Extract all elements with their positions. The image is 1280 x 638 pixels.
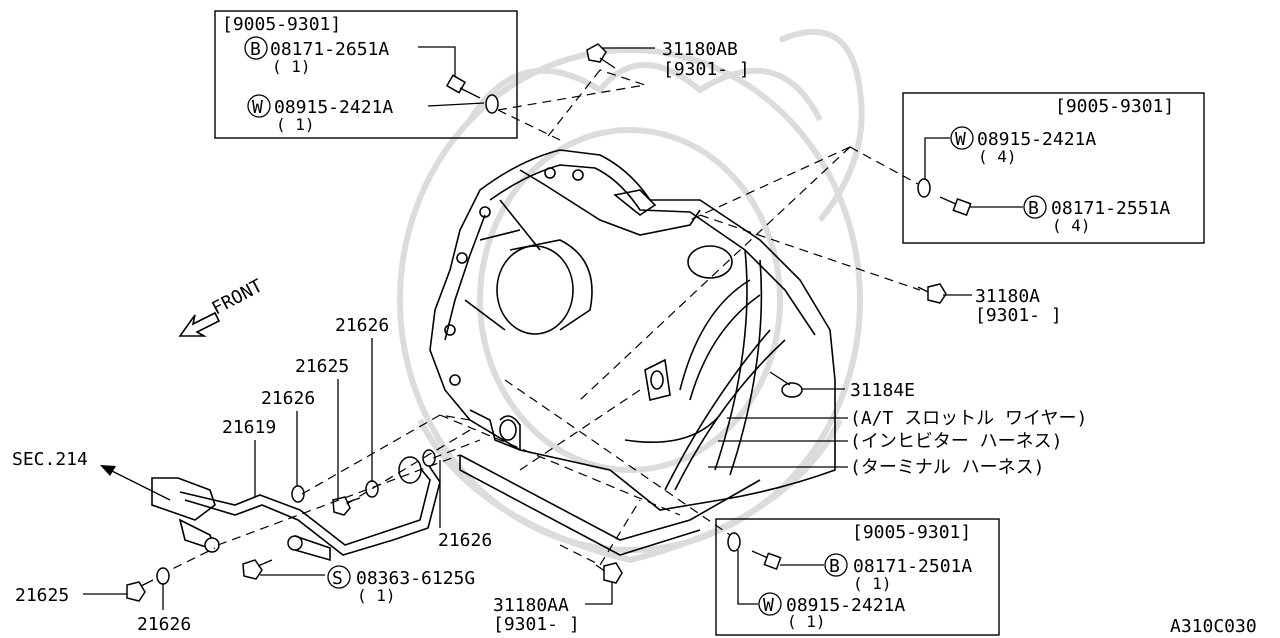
part-31180A-range: [9301- ]	[975, 305, 1062, 326]
box-top-right: [9005-9301] W 08915-2421A ( 4) B 08171-2…	[902, 92, 1205, 244]
s-symbol: S	[332, 568, 343, 589]
callout-21619: 21619	[222, 417, 276, 497]
at-throttle-wire-label: (A/T スロットル ワイヤー)	[850, 408, 1087, 429]
part-31180AA: 31180AA [9301- ]	[493, 562, 623, 635]
bolt-qty: ( 1)	[853, 574, 892, 593]
bolt-part-number: 08171-2651A	[270, 39, 389, 60]
box-bottom-right: [9005-9301] B 08171-2501A ( 1) W 08915-2…	[715, 518, 1000, 636]
washer-qty: ( 1)	[787, 612, 826, 631]
part-31180AB: 31180AB [9301- ]	[586, 39, 750, 80]
box-top-right-range: [9005-9301]	[1055, 96, 1174, 117]
callout-21626-right: 21626	[438, 460, 492, 551]
callout-21625-top: 21625	[295, 356, 349, 498]
front-arrow-icon	[178, 311, 221, 337]
callout-21626-bottom: 21626	[137, 567, 191, 635]
washer-icon	[485, 94, 499, 114]
washer-icon	[727, 532, 741, 552]
part-21625-label: 21625	[15, 585, 69, 606]
part-21626-label: 21626	[335, 315, 389, 336]
arrow-icon	[100, 465, 116, 476]
bolt-part-number: 08171-2501A	[853, 556, 972, 577]
washer-icon	[917, 178, 931, 198]
callout-s-bolt: S 08363-6125G ( 1)	[242, 559, 475, 605]
callout-21625-bottom: 21625	[15, 579, 154, 606]
bolt-symbol: B	[1028, 198, 1039, 219]
bolt-icon	[445, 74, 481, 99]
inhibitor-harness-label: (インヒビター ハーネス)	[850, 431, 1063, 452]
part-31184E-label: 31184E	[850, 380, 915, 401]
box-top-left: [9005-9301] B 08171-2651A ( 1) W 08915-2…	[214, 10, 518, 139]
washer-qty: ( 1)	[276, 115, 315, 134]
bolt-symbol: B	[829, 556, 840, 577]
diagram-code: A310C030	[1170, 616, 1257, 637]
sec-214-label: SEC.214	[12, 449, 88, 470]
s-bolt-qty: ( 1)	[357, 586, 396, 605]
bolt-part-number: 08171-2551A	[1051, 198, 1170, 219]
part-21626-label: 21626	[261, 388, 315, 409]
bolt-qty: ( 4)	[1052, 216, 1091, 235]
harness-callouts: (A/T スロットル ワイヤー) (インヒビター ハーネス) (ターミナル ハー…	[708, 408, 1087, 478]
part-31180AA-range: [9301- ]	[493, 614, 580, 635]
washer-part-number: 08915-2421A	[786, 595, 905, 616]
part-21626-label: 21626	[137, 614, 191, 635]
washer-part-number: 08915-2421A	[977, 129, 1096, 150]
part-31180AB-range: [9301- ]	[663, 59, 750, 80]
part-21619-label: 21619	[222, 417, 276, 438]
part-21625-label: 21625	[295, 356, 349, 377]
sec-214-reference: SEC.214	[12, 449, 171, 501]
box-bottom-right-range: [9005-9301]	[852, 522, 971, 543]
part-31184E: 31184E	[769, 371, 915, 401]
part-31180AA-label: 31180AA	[493, 595, 569, 616]
watermark-emblem	[397, 28, 865, 564]
washer-symbol: W	[252, 97, 263, 118]
box-top-left-range: [9005-9301]	[222, 14, 341, 35]
front-label: FRONT	[208, 275, 266, 319]
callout-21626-mid: 21626	[261, 388, 315, 486]
washer-symbol: W	[955, 129, 966, 150]
part-31180A: 31180A [9301- ]	[917, 283, 1062, 326]
washer-symbol: W	[763, 595, 774, 616]
bolt-icon	[751, 550, 782, 570]
s-bolt-part-number: 08363-6125G	[356, 568, 475, 589]
washer-part-number: 08915-2421A	[274, 97, 393, 118]
part-21626-label: 21626	[438, 530, 492, 551]
bolt-qty: ( 1)	[272, 57, 311, 76]
part-31180A-label: 31180A	[975, 286, 1040, 307]
front-direction-indicator: FRONT	[178, 275, 266, 337]
bolt-icon	[939, 196, 972, 216]
part-31180AB-label: 31180AB	[662, 39, 738, 60]
washer-qty: ( 4)	[978, 147, 1017, 166]
bolt-symbol: B	[250, 39, 261, 60]
oil-cooler-pipe-assembly	[151, 449, 441, 562]
terminal-harness-label: (ターミナル ハーネス)	[850, 457, 1045, 478]
callout-21626-top: 21626	[335, 315, 389, 482]
